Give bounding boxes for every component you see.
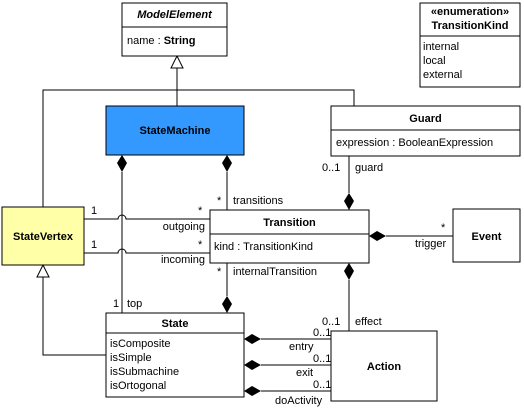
connectors <box>36 54 453 396</box>
enumeration-literal: external <box>423 69 462 81</box>
generalization-guard-line <box>177 89 355 106</box>
composition-diamond-icon <box>244 360 261 370</box>
composition-diamond-icon <box>117 155 127 172</box>
class-attribute: expression : BooleanExpression <box>336 137 493 149</box>
class-action: Action <box>330 330 438 402</box>
class-statemachine: StateMachine <box>105 105 245 156</box>
generalization-state-line <box>42 277 106 356</box>
role-label: exit <box>296 367 313 379</box>
multiplicity-label: * <box>441 222 446 234</box>
class-attribute: isOrtogonal <box>110 380 166 392</box>
role-label: trigger <box>415 238 447 250</box>
class-modelelement: ModelElement name : String <box>121 2 228 57</box>
class-name: Action <box>367 361 402 373</box>
role-label: internalTransition <box>233 266 317 278</box>
composition-diamond-icon <box>344 263 354 280</box>
role-label: doActivity <box>275 395 323 407</box>
class-attribute: name : String <box>127 35 195 47</box>
class-transition: Transition kind : TransitionKind <box>209 209 370 264</box>
multiplicity-label: 0..1 <box>322 316 340 328</box>
composition-diamond-icon <box>222 155 232 172</box>
composition-diamond-icon <box>244 386 261 396</box>
statevertex-box <box>1 206 85 266</box>
multiplicity-label: 0..1 <box>313 327 331 339</box>
enumeration-name: TransitionKind <box>432 20 509 32</box>
class-attribute: isSubmachine <box>110 366 179 378</box>
multiplicity-label: 1 <box>91 239 97 251</box>
composition-diamond-icon <box>222 296 232 313</box>
generalization-triangle-icon <box>36 263 50 278</box>
class-name: StateVertex <box>13 231 74 243</box>
role-label: incoming <box>161 254 205 266</box>
multiplicity-label: * <box>198 205 203 217</box>
association-labels: 0..1 guard * transitions 1 * outgoing 1 … <box>91 162 447 407</box>
class-guard: Guard expression : BooleanExpression <box>330 105 521 157</box>
class-name: StateMachine <box>140 125 211 137</box>
class-name: Transition <box>263 217 316 229</box>
class-state: State isComposite isSimple isSubmachine … <box>105 312 245 398</box>
association-outgoing-line <box>84 214 210 220</box>
multiplicity-label: * <box>198 239 203 251</box>
class-name: Guard <box>409 113 441 125</box>
enumeration-transitionkind: «enumeration» TransitionKind internal lo… <box>419 2 521 88</box>
class-attribute: kind : TransitionKind <box>214 241 313 253</box>
role-label: guard <box>355 162 383 174</box>
multiplicity-label: * <box>217 266 222 278</box>
multiplicity-label: 0..1 <box>313 379 331 391</box>
association-incoming-line <box>84 248 210 254</box>
multiplicity-label: 0..1 <box>322 162 340 174</box>
class-attribute: isComposite <box>110 338 171 350</box>
enumeration-literal: internal <box>423 41 459 53</box>
composition-diamond-icon <box>369 231 386 241</box>
statemachine-box <box>105 105 245 156</box>
composition-diamond-icon <box>244 334 261 344</box>
class-name: Event <box>472 231 502 243</box>
role-label: entry <box>289 341 314 353</box>
multiplicity-label: 0..1 <box>313 353 331 365</box>
class-event: Event <box>452 208 521 263</box>
multiplicity-label: 1 <box>113 298 119 310</box>
enumeration-stereotype: «enumeration» <box>431 6 509 18</box>
enumeration-literal: local <box>423 55 446 67</box>
multiplicity-label: 1 <box>91 205 97 217</box>
composition-diamond-icon <box>344 193 354 210</box>
role-label: transitions <box>233 195 284 207</box>
class-statevertex: StateVertex <box>1 206 85 266</box>
class-name: ModelElement <box>137 9 213 21</box>
role-label: outgoing <box>163 221 205 233</box>
generalization-statevertex-line <box>42 89 177 207</box>
class-attribute: isSimple <box>110 352 152 364</box>
role-label: top <box>127 298 142 310</box>
role-label: effect <box>355 316 382 328</box>
generalization-triangle-icon <box>170 54 184 69</box>
multiplicity-label: * <box>217 195 222 207</box>
class-name: State <box>162 318 189 330</box>
